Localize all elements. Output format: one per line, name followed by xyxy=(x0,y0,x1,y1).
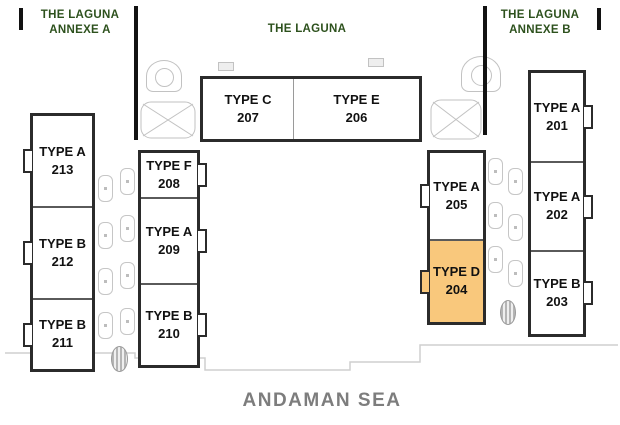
unit-number: 202 xyxy=(546,207,568,222)
building-north-block: TYPE C 207 TYPE E 206 xyxy=(200,76,422,142)
unit-number: 209 xyxy=(158,241,180,257)
unit-208[interactable]: TYPE F 208 xyxy=(141,153,207,197)
annexe-b-tick-mark xyxy=(597,8,601,30)
unit-type: TYPE D xyxy=(433,264,480,280)
unit-210[interactable]: TYPE B 210 xyxy=(141,283,207,365)
unit-type: TYPE A xyxy=(433,178,480,194)
unit-type: TYPE A xyxy=(533,189,581,205)
unit-type: TYPE B xyxy=(39,317,86,333)
unit-211-notch xyxy=(23,322,32,347)
unit-number: 203 xyxy=(546,293,568,309)
balcony xyxy=(120,215,135,242)
balcony xyxy=(120,262,135,289)
unit-212[interactable]: TYPE B 212 xyxy=(23,206,92,298)
unit-205-notch xyxy=(420,184,429,208)
annexe-a-tick-mark xyxy=(19,8,23,30)
balcony xyxy=(508,214,523,241)
balcony xyxy=(98,268,113,295)
balcony xyxy=(120,308,135,335)
annexe-b-divider-line xyxy=(483,6,487,135)
unit-212-notch xyxy=(23,241,32,265)
unit-204-selected[interactable]: TYPE D 204 xyxy=(420,239,483,322)
balcony xyxy=(120,168,135,195)
unit-202-notch xyxy=(584,194,593,219)
annexe-a-divider-line xyxy=(134,6,138,140)
unit-type: TYPE A xyxy=(39,143,86,159)
unit-number: 208 xyxy=(158,175,180,191)
dome-structure-right xyxy=(461,56,501,92)
unit-number: 213 xyxy=(51,161,74,177)
building-west-wing: TYPE F 208 TYPE A 209 TYPE B 210 xyxy=(138,150,207,368)
tree-icon xyxy=(111,346,128,372)
unit-type: TYPE B xyxy=(39,235,86,251)
roof-tab xyxy=(368,58,384,67)
building-annexe-b: TYPE A 201 TYPE A 202 TYPE B 203 xyxy=(528,70,593,337)
unit-209-notch xyxy=(198,229,207,253)
unit-208-notch xyxy=(198,163,207,187)
annexe-a-label: THE LAGUNA ANNEXE A xyxy=(40,9,120,36)
dome-structure-left xyxy=(146,60,182,92)
dome-inner-ring-right xyxy=(471,65,492,86)
unit-number: 206 xyxy=(345,109,368,125)
tree-icon xyxy=(500,300,516,325)
unit-number: 207 xyxy=(237,109,259,125)
unit-203[interactable]: TYPE B 203 xyxy=(531,250,593,334)
andaman-sea-label: ANDAMAN SEA xyxy=(242,390,402,411)
balcony xyxy=(98,175,113,202)
unit-204-notch xyxy=(420,269,429,294)
balcony xyxy=(488,202,503,229)
unit-type: TYPE E xyxy=(333,91,380,107)
unit-type: TYPE B xyxy=(533,275,581,291)
roof-tab xyxy=(218,62,234,71)
unit-207[interactable]: TYPE C 207 xyxy=(203,79,293,139)
unit-type: TYPE F xyxy=(146,157,192,173)
balcony xyxy=(508,260,523,287)
unit-201-notch xyxy=(584,105,593,129)
unit-201[interactable]: TYPE A 201 xyxy=(531,73,593,161)
unit-number: 212 xyxy=(51,253,74,269)
unit-213[interactable]: TYPE A 213 xyxy=(23,116,92,206)
unit-205[interactable]: TYPE A 205 xyxy=(420,153,483,239)
unit-number: 204 xyxy=(445,282,468,297)
balcony xyxy=(488,246,503,273)
crossed-pavilion-right xyxy=(430,99,482,140)
crossed-pavilion-left xyxy=(140,101,196,139)
annexe-b-label: THE LAGUNA ANNEXE B xyxy=(500,9,580,36)
laguna-label: THE LAGUNA xyxy=(267,23,347,35)
balcony xyxy=(98,222,113,249)
unit-number: 211 xyxy=(52,335,73,350)
unit-number: 205 xyxy=(445,196,468,212)
balcony xyxy=(488,158,503,185)
unit-206[interactable]: TYPE E 206 xyxy=(293,79,419,139)
unit-type: TYPE A xyxy=(533,99,581,115)
unit-type: TYPE A xyxy=(145,223,193,239)
unit-type: TYPE C xyxy=(224,91,272,107)
unit-203-notch xyxy=(584,281,593,305)
unit-210-notch xyxy=(198,313,207,337)
unit-209[interactable]: TYPE A 209 xyxy=(141,197,207,283)
unit-type: TYPE B xyxy=(145,307,193,323)
unit-213-notch xyxy=(23,149,32,173)
unit-211[interactable]: TYPE B 211 xyxy=(23,298,92,369)
balcony xyxy=(98,312,113,339)
unit-202[interactable]: TYPE A 202 xyxy=(531,161,593,250)
building-annexe-a: TYPE A 213 TYPE B 212 TYPE B 211 xyxy=(23,113,95,372)
unit-number: 210 xyxy=(158,325,180,341)
balcony xyxy=(508,168,523,195)
building-east-wing: TYPE A 205 TYPE D 204 xyxy=(420,150,486,325)
unit-number: 201 xyxy=(546,117,568,133)
dome-inner-ring-left xyxy=(155,68,174,87)
